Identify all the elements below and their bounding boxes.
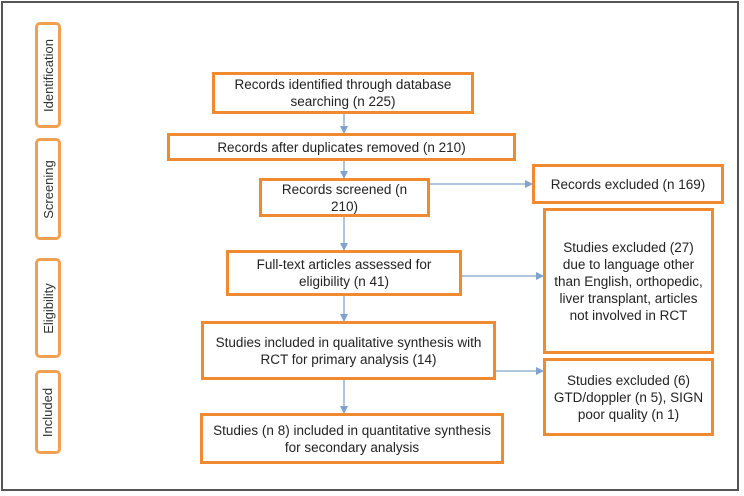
box-records-screened: Records screened (n 210) — [259, 178, 430, 217]
phase-identification: Identification — [35, 22, 61, 128]
phase-included: Included — [35, 370, 61, 454]
box-records-identified: Records identified through database sear… — [212, 72, 474, 114]
box-studies-excluded-27: Studies excluded (27) due to language ot… — [543, 208, 714, 354]
box-records-screened-text: Records screened (n 210) — [281, 181, 408, 214]
box-studies-excluded-6-text: Studies excluded (6) GTD/doppler (n 5), … — [553, 372, 704, 422]
box-records-identified-text: Records identified through database sear… — [234, 77, 452, 109]
diagram-frame — [1, 1, 739, 491]
box-quantitative-synthesis-text: Studies (n 8) included in quantitative s… — [213, 422, 491, 455]
box-qualitative-synthesis: Studies included in qualitative synthesi… — [201, 321, 496, 380]
phase-eligibility: Eligibility — [35, 258, 61, 358]
box-records-excluded-text: Records excluded (n 169) — [550, 176, 706, 192]
box-quantitative-synthesis: Studies (n 8) included in quantitative s… — [200, 413, 504, 464]
box-records-excluded: Records excluded (n 169) — [532, 164, 724, 204]
box-studies-excluded-6: Studies excluded (6) GTD/doppler (n 5), … — [543, 358, 714, 436]
box-studies-excluded-27-text: Studies excluded (27) due to language ot… — [554, 239, 703, 323]
box-records-after-duplicates: Records after duplicates removed (n 210) — [167, 133, 516, 161]
box-records-after-duplicates-text: Records after duplicates removed (n 210) — [217, 139, 466, 155]
phase-screening: Screening — [35, 138, 61, 240]
box-full-text-assessed: Full-text articles assessed for eligibil… — [226, 250, 462, 296]
box-full-text-assessed-text: Full-text articles assessed for eligibil… — [256, 257, 432, 289]
box-qualitative-synthesis-text: Studies included in qualitative synthesi… — [215, 334, 482, 367]
